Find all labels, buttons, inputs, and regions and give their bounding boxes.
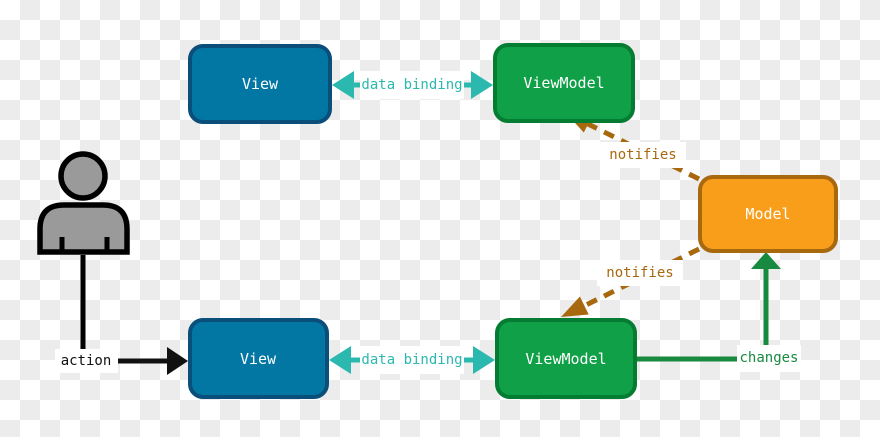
viewmodel-node-label: ViewModel bbox=[523, 74, 604, 92]
viewmodel-node-top: ViewModel bbox=[493, 43, 635, 123]
notifies-connector-bottom: notifies bbox=[561, 246, 701, 317]
data-binding-connector-bottom: data binding bbox=[329, 346, 495, 374]
viewmodel-node-box bbox=[493, 43, 635, 123]
data-binding-label-bg bbox=[360, 346, 464, 374]
user-actor bbox=[37, 151, 130, 349]
data-binding-arrowhead-right bbox=[471, 71, 493, 99]
model-node: Model bbox=[698, 175, 838, 253]
notifies-label: notifies bbox=[606, 265, 673, 281]
data-binding-connector-top: data binding bbox=[332, 71, 493, 99]
viewmodel-node-box bbox=[495, 318, 637, 399]
notifies-arrowhead bbox=[561, 296, 589, 317]
view-node-label: View bbox=[242, 75, 279, 93]
view-node-label: View bbox=[240, 350, 277, 368]
data-binding-label: data binding bbox=[361, 352, 462, 368]
model-node-box bbox=[698, 175, 838, 253]
action-connector: action bbox=[55, 347, 188, 375]
viewmodel-node-label: ViewModel bbox=[525, 350, 606, 368]
action-label-bg bbox=[55, 349, 118, 373]
data-binding-arrowhead-left bbox=[332, 71, 354, 99]
notifies-label-bg bbox=[597, 260, 683, 286]
actor-head-icon bbox=[58, 151, 108, 201]
view-node-box bbox=[188, 44, 332, 124]
data-binding-label-bg bbox=[360, 71, 464, 99]
actor-body-icon bbox=[37, 202, 130, 255]
changes-connector: changes bbox=[637, 252, 801, 372]
action-arrowhead bbox=[167, 347, 188, 375]
notifies-label-bg bbox=[600, 142, 686, 168]
view-node-box bbox=[188, 318, 329, 399]
view-node-top: View bbox=[188, 44, 332, 124]
changes-arrowhead bbox=[751, 252, 781, 269]
model-node-label: Model bbox=[745, 205, 790, 223]
action-label: action bbox=[61, 353, 112, 369]
viewmodel-node-bottom: ViewModel bbox=[495, 318, 637, 399]
view-node-bottom: View bbox=[188, 318, 329, 399]
data-binding-arrowhead-left bbox=[329, 346, 351, 374]
changes-label: changes bbox=[739, 350, 798, 366]
data-binding-arrowhead-right bbox=[473, 346, 495, 374]
notifies-label: notifies bbox=[609, 147, 676, 163]
data-binding-label: data binding bbox=[361, 77, 462, 93]
changes-label-bg bbox=[737, 345, 801, 372]
